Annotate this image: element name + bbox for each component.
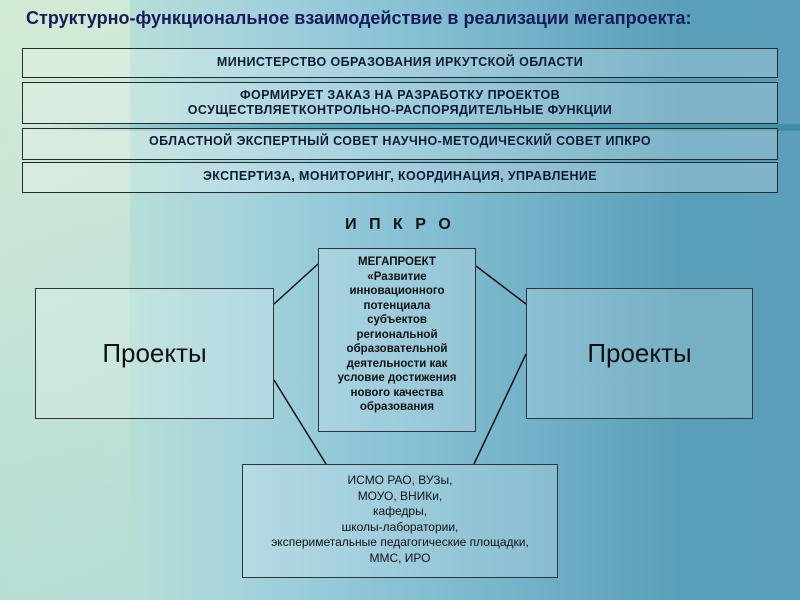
megaproject-line: субъектов <box>367 314 427 326</box>
band-functions-line1: ФОРМИРУЕТ ЗАКАЗ НА РАЗРАБОТКУ ПРОЕКТОВ <box>239 88 561 102</box>
participants-line: экспериметальные педагогические площадки… <box>271 535 529 549</box>
projects-right-label: Проекты <box>587 338 692 368</box>
participants-line: ИСМО РАО, ВУЗы, <box>347 473 453 487</box>
participants-line: школы-лаборатории, <box>341 519 459 534</box>
band-functions-line2: ОСУЩЕСТВЛЯЕТКОНТРОЛЬНО-РАСПОРЯДИТЕЛЬНЫЕ … <box>187 103 613 117</box>
megaproject-box: МЕГАПРОЕКТ «Развитие инновационного поте… <box>318 248 476 432</box>
connector-center-right-top <box>475 265 527 305</box>
connector-right-bottom <box>473 353 527 465</box>
band-ministry: МИНИСТЕРСТВО ОБРАЗОВАНИЯ ИРКУТСКОЙ ОБЛАС… <box>22 48 778 78</box>
connector-left-bottom <box>273 379 327 465</box>
band-activities-text: ЭКСПЕРТИЗА, МОНИТОРИНГ, КООРДИНАЦИЯ, УПР… <box>202 169 598 183</box>
megaproject-line: МЕГАПРОЕКТ <box>358 256 436 268</box>
megaproject-line: инновационного <box>349 285 445 297</box>
ipkro-label: И П К Р О <box>345 216 455 233</box>
megaproject-line: деятельности как <box>346 357 448 370</box>
band-activities: ЭКСПЕРТИЗА, МОНИТОРИНГ, КООРДИНАЦИЯ, УПР… <box>22 162 778 193</box>
megaproject-line: образования <box>359 401 435 413</box>
band-functions: ФОРМИРУЕТ ЗАКАЗ НА РАЗРАБОТКУ ПРОЕКТОВ О… <box>22 82 778 124</box>
megaproject-line: «Развитие <box>367 270 427 283</box>
connector-center-left-top <box>273 263 319 305</box>
megaproject-line: образовательной <box>346 343 448 355</box>
participants-line: МОУО, ВНИКи, <box>357 488 443 503</box>
slide-title: Структурно-функциональное взаимодействие… <box>26 8 692 28</box>
projects-box-left: Проекты <box>35 288 274 419</box>
megaproject-line: потенциала <box>363 299 431 312</box>
participants-line: кафедры, <box>372 504 428 518</box>
band-councils: ОБЛАСТНОЙ ЭКСПЕРТНЫЙ СОВЕТ НАУЧНО-МЕТОДИ… <box>22 128 778 160</box>
megaproject-line: условие достижения <box>337 372 457 384</box>
projects-left-label: Проекты <box>102 338 207 368</box>
band-councils-text: ОБЛАСТНОЙ ЭКСПЕРТНЫЙ СОВЕТ НАУЧНО-МЕТОДИ… <box>149 134 651 148</box>
projects-box-right: Проекты <box>526 288 753 419</box>
background-light-stripe <box>0 0 130 600</box>
participants-box: ИСМО РАО, ВУЗы, МОУО, ВНИКи, кафедры, шк… <box>242 464 558 578</box>
band-ministry-text: МИНИСТЕРСТВО ОБРАЗОВАНИЯ ИРКУТСКОЙ ОБЛАС… <box>216 55 584 69</box>
participants-line: ММС, ИРО <box>369 550 431 565</box>
decorative-horizontal-line <box>50 124 800 131</box>
megaproject-line: региональной <box>356 328 438 341</box>
megaproject-line: нового качества <box>350 386 444 399</box>
